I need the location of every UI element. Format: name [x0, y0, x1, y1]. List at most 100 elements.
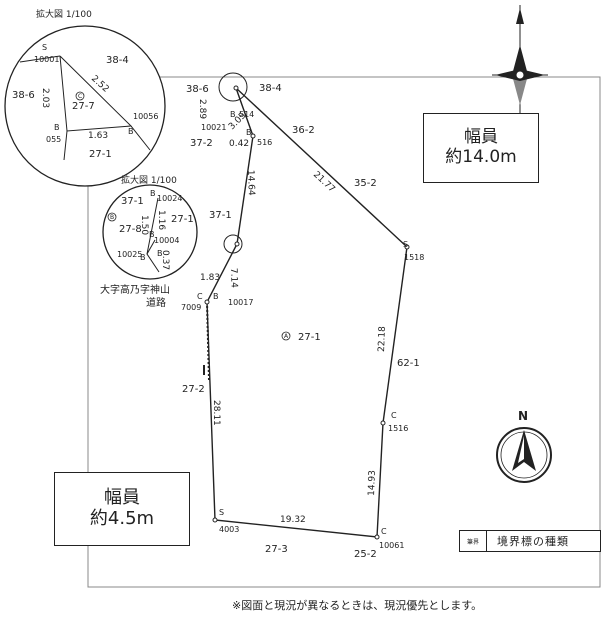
inset-1-point-number: 10001: [34, 55, 59, 64]
inset-2-marker: B: [110, 214, 114, 221]
point-marker: [250, 133, 256, 139]
inset-1-line: [63, 130, 68, 161]
lot-label: 27-3: [265, 544, 288, 555]
north-arrow-icon: [496, 427, 552, 483]
inset-2-dimension: 0.37: [160, 250, 170, 270]
road-width-title: 幅員: [104, 487, 140, 509]
north-label: N: [518, 409, 528, 423]
inset-1-lot: 38-4: [106, 55, 129, 66]
legend-box: 筆界 境界標の種類: [459, 530, 601, 552]
inset-2-point-type: B: [140, 253, 146, 262]
point-type: B: [213, 292, 219, 301]
point-type: S: [219, 508, 224, 517]
detail-circle-north: [218, 72, 248, 102]
compass-rose-icon: [492, 5, 548, 116]
subject-lot-marker-ring: [281, 331, 291, 341]
lot-label: 37-1: [209, 210, 232, 221]
point-number: 516: [257, 138, 272, 147]
point-type: C: [381, 527, 387, 536]
dimension-label: 28.11: [211, 400, 221, 426]
point-marker: [374, 534, 380, 540]
inset-2-lot: 37-1: [121, 196, 144, 207]
inset-1-point-type: B: [128, 127, 134, 136]
inset-2-lot: 27-8: [119, 224, 142, 235]
road-width-box-east: 幅員 約14.0m: [423, 113, 539, 183]
road-name-line1: 大字高乃字神山: [100, 283, 170, 296]
inset-1-marker-ring: [75, 91, 85, 101]
inset-1-marker: C: [78, 93, 82, 100]
inset-scale-label: 拡大図 1/100: [36, 8, 92, 20]
inset-2-lot: 27-1: [171, 214, 194, 225]
parcel-boundary: [206, 87, 408, 538]
lot-label: 62-1: [397, 358, 420, 369]
inset-1-lot: 27-7: [72, 101, 95, 112]
point-number: 4003: [219, 525, 239, 534]
inset-1-lot: 27-1: [89, 149, 112, 160]
road-width-value: 約14.0m: [445, 147, 517, 167]
inset-1-dimension: 2.03: [40, 88, 50, 108]
inset-1-point-number: 055: [46, 135, 61, 144]
inset-1-point-number: 10056: [133, 112, 158, 121]
road-width-title: 幅員: [464, 127, 498, 148]
detail-circle-west: [223, 234, 243, 254]
inset-1-lines: [59, 55, 133, 132]
lot-label: 25-2: [354, 549, 377, 560]
inset-2-dimension: 1.16: [156, 210, 166, 230]
point-type: S: [403, 240, 408, 249]
point-type: B: [230, 110, 236, 119]
parcel-diagonal: [235, 87, 254, 137]
inset-2-point-type: B: [150, 189, 156, 198]
point-number: 10061: [379, 541, 404, 550]
drawing-frame: [87, 76, 601, 588]
dimension-label: 2.89: [197, 99, 207, 119]
inset-1-point-type: S: [42, 43, 47, 52]
inset-2-point-number: 10024: [157, 194, 182, 203]
point-number: 10021: [201, 123, 226, 132]
subject-lot-marker: A: [284, 333, 289, 340]
lot-label: 37-2: [190, 138, 213, 149]
inset-2-point-number: 10025: [117, 250, 142, 259]
point-type: C: [391, 411, 397, 420]
point-number: 514: [239, 110, 254, 119]
dimension-label: 1.83: [200, 273, 220, 283]
point-marker: [212, 517, 218, 523]
lot-label: 36-2: [292, 125, 315, 136]
point-number: 1516: [388, 424, 408, 433]
inset-1-dimension: 1.63: [88, 131, 108, 141]
point-number: 7009: [181, 303, 201, 312]
road-name-line2: 道路: [146, 296, 166, 309]
point-type: B: [246, 128, 252, 137]
inset-1-line: [19, 55, 61, 63]
dimension-label: 14.64: [245, 170, 256, 196]
dimension-label: 19.32: [280, 515, 306, 525]
lot-label: 35-2: [354, 178, 377, 189]
inset-2-point-number: 10004: [154, 236, 179, 245]
road-width-box-west: 幅員 約4.5m: [54, 472, 190, 546]
point-marker: [380, 420, 386, 426]
inset-1-point-type: B: [54, 123, 60, 132]
inset-2-marker-ring: [107, 212, 117, 222]
subject-lot-number: 27-1: [298, 332, 321, 343]
lot-label: 38-4: [259, 83, 282, 94]
inset-circle-1: [4, 25, 166, 187]
inset-1-line: [130, 125, 151, 151]
inset-2-line: [146, 239, 156, 255]
footnote: ※図面と現況が異なるときは、現況優先とします。: [232, 599, 483, 612]
inset-2-dimension: 1.50: [139, 215, 149, 235]
lot-label: 27-2: [182, 384, 205, 395]
dimension-label: 21.77: [311, 170, 337, 195]
legend-label: 境界標の種類: [497, 535, 569, 548]
dimension-label: 0.42: [229, 139, 249, 149]
inset-circle-2: [102, 184, 198, 280]
inset-2-point-type: B: [149, 230, 155, 239]
inset-1-lot: 38-6: [12, 90, 35, 101]
lot-label: 38-6: [186, 84, 209, 95]
dimension-label: 7.14: [228, 268, 239, 289]
point-number: 10017: [228, 298, 253, 307]
road-edge-west: [206, 301, 210, 381]
legend-header: 筆界: [460, 531, 487, 551]
point-marker: [234, 241, 240, 247]
inset-2-point-type: B: [157, 249, 163, 258]
dimension-label: 14.93: [367, 470, 378, 496]
